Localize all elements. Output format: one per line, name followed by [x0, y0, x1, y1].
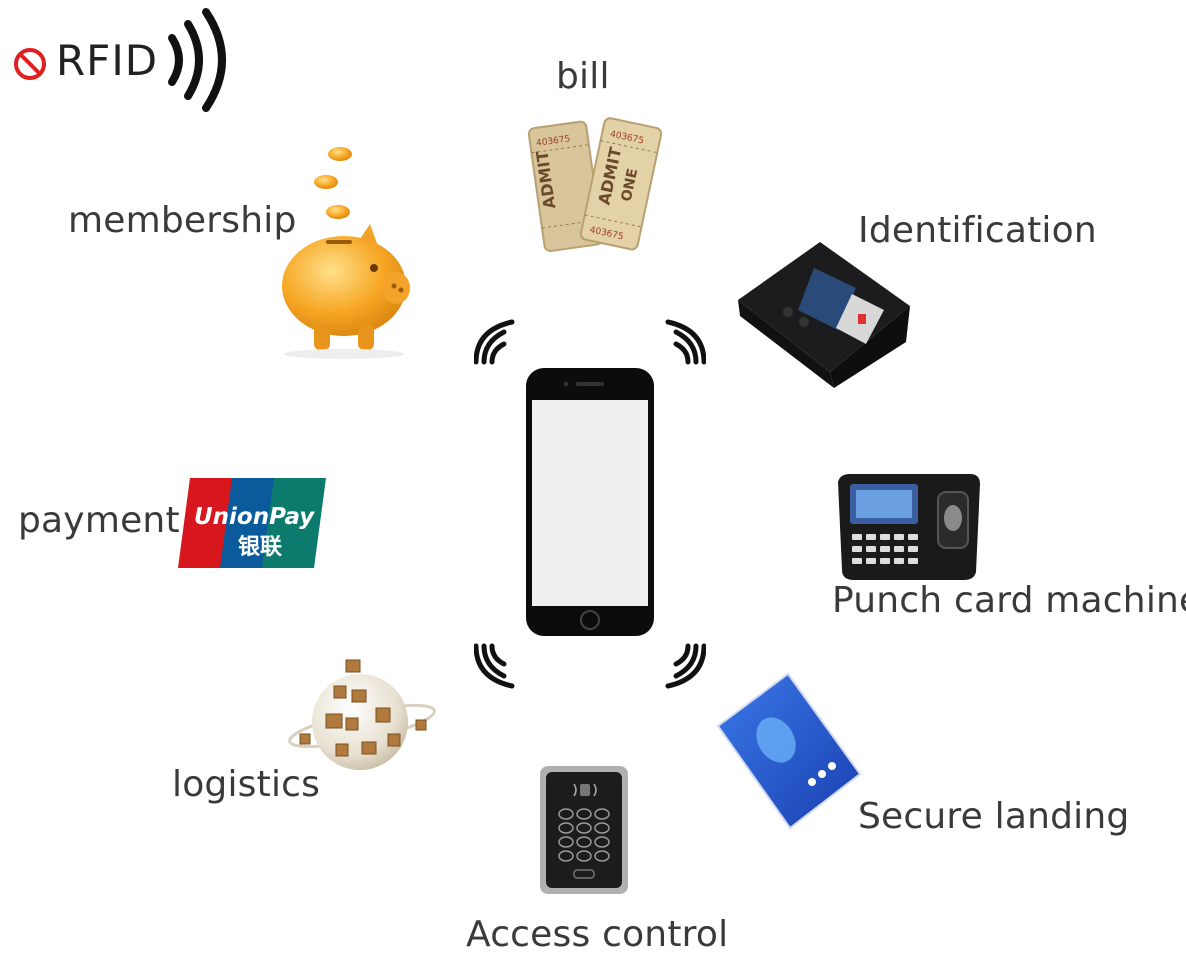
ticket-number-back: 403675 [536, 134, 571, 149]
label-logistics: logistics [172, 764, 321, 805]
access-card-icon [716, 672, 862, 830]
unionpay-chinese-text: 银联 [238, 535, 282, 560]
signal-wave-icon [474, 643, 515, 689]
ticket-one: ONE [619, 167, 642, 203]
label-punch-card-machine: Punch card machine [832, 580, 1186, 621]
label-identification: Identification [858, 210, 1097, 251]
signal-wave-icon [474, 319, 515, 365]
rfid-logo: RFID [12, 8, 242, 112]
label-membership: membership [68, 200, 297, 241]
face-recognition-terminal-icon [738, 242, 910, 388]
smartphone-icon [526, 368, 654, 636]
globe-boxes-icon [288, 659, 436, 770]
tickets-icon: ADMIT 403675 ADMIT ONE 403675 403675 [527, 117, 662, 253]
no-sign-icon [14, 48, 46, 80]
keypad-reader-icon [540, 766, 628, 894]
rfid-logo-text: RFID [56, 36, 159, 85]
unionpay-brand-text: UnionPay [194, 504, 315, 530]
signal-wave-icon [665, 319, 706, 365]
label-payment: payment [18, 500, 180, 541]
label-secure-landing: Secure landing [858, 796, 1130, 837]
piggy-bank-icon [282, 147, 410, 359]
label-bill: bill [556, 56, 610, 97]
unionpay-card-icon: UnionPay 银联 [178, 478, 326, 568]
fingerprint-time-clock-icon [838, 474, 980, 580]
signal-wave-icon [665, 643, 706, 689]
label-access-control: Access control [466, 914, 729, 955]
rfid-wave-icon [168, 8, 226, 112]
